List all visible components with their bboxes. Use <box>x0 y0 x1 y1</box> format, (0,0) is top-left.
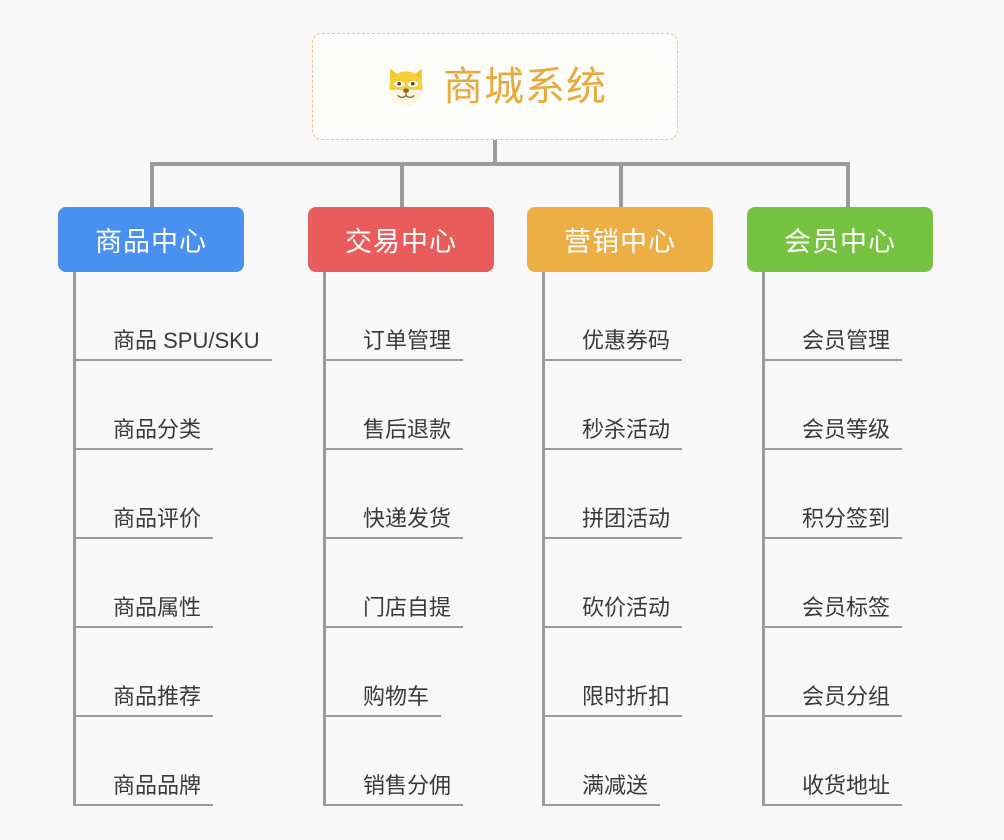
leaf-node-label: 满减送 <box>541 773 661 807</box>
leaf-node-label: 购物车 <box>322 684 442 718</box>
leaf-node[interactable]: 秒杀活动 <box>541 361 683 451</box>
leaf-node-label: 商品品牌 <box>72 773 214 807</box>
leaf-node-label: 收货地址 <box>761 773 903 807</box>
leaf-node[interactable]: 会员管理 <box>761 272 903 362</box>
leaf-node[interactable]: 商品品牌 <box>72 717 272 807</box>
connector-drop-4 <box>846 162 850 207</box>
leaf-node[interactable]: 购物车 <box>322 628 463 718</box>
leaf-node[interactable]: 门店自提 <box>322 539 464 629</box>
leaf-node-label: 商品 SPU/SKU <box>73 328 272 362</box>
leaf-node[interactable]: 会员等级 <box>761 361 903 451</box>
leaf-node-label: 销售分佣 <box>322 773 464 807</box>
leaf-node-label: 会员分组 <box>761 684 903 718</box>
root-node-title: 商城系统 <box>443 64 607 109</box>
leaf-node-label: 商品分类 <box>72 417 214 451</box>
connector-root-stem <box>493 140 497 166</box>
leaf-node-label: 限时折扣 <box>541 684 683 718</box>
leaf-node-label: 优惠券码 <box>541 328 683 362</box>
leaf-node-label: 会员等级 <box>761 417 903 451</box>
leaf-node-label: 秒杀活动 <box>541 417 683 451</box>
leaf-node-label: 拼团活动 <box>541 506 683 540</box>
leaf-node-label: 会员管理 <box>761 328 903 362</box>
category-header-1[interactable]: 商品中心 <box>58 207 244 272</box>
category-column-1: 商品中心商品 SPU/SKU 商品分类商品评价商品属性商品推荐商品品牌 <box>58 207 272 807</box>
category-header-4[interactable]: 会员中心 <box>747 207 933 272</box>
leaf-node[interactable]: 限时折扣 <box>541 628 683 718</box>
leaf-node-label: 订单管理 <box>322 328 464 362</box>
category-header-3[interactable]: 营销中心 <box>527 207 713 272</box>
leaf-node[interactable]: 商品分类 <box>72 361 272 451</box>
leaf-node[interactable]: 商品属性 <box>72 539 272 629</box>
leaf-node[interactable]: 拼团活动 <box>541 450 683 540</box>
leaf-list-2: 订单管理售后退款快递发货门店自提购物车销售分佣 <box>322 272 464 807</box>
leaf-node[interactable]: 积分签到 <box>761 450 903 540</box>
leaf-node-label: 售后退款 <box>322 417 464 451</box>
connector-trunk-4 <box>762 272 765 806</box>
leaf-node-label: 商品评价 <box>72 506 214 540</box>
category-column-4: 会员中心会员管理会员等级积分签到会员标签会员分组收货地址 <box>747 207 933 807</box>
connector-trunk-2 <box>323 272 326 806</box>
leaf-node[interactable]: 会员标签 <box>761 539 903 629</box>
leaf-node-label: 门店自提 <box>322 595 464 629</box>
leaf-node[interactable]: 砍价活动 <box>541 539 683 629</box>
leaf-list-1: 商品 SPU/SKU 商品分类商品评价商品属性商品推荐商品品牌 <box>72 272 272 807</box>
category-column-2: 交易中心订单管理售后退款快递发货门店自提购物车销售分佣 <box>308 207 494 807</box>
leaf-node-label: 商品属性 <box>72 595 214 629</box>
leaf-node[interactable]: 商品 SPU/SKU <box>73 272 272 362</box>
leaf-list-4: 会员管理会员等级积分签到会员标签会员分组收货地址 <box>761 272 903 807</box>
category-column-3: 营销中心优惠券码秒杀活动拼团活动砍价活动限时折扣满减送 <box>527 207 713 807</box>
leaf-node[interactable]: 快递发货 <box>322 450 464 540</box>
leaf-node[interactable]: 售后退款 <box>322 361 464 451</box>
leaf-node[interactable]: 收货地址 <box>761 717 903 807</box>
leaf-list-3: 优惠券码秒杀活动拼团活动砍价活动限时折扣满减送 <box>541 272 683 807</box>
connector-horizontal-bus <box>150 162 850 166</box>
shiba-dog-face-icon <box>389 67 423 106</box>
leaf-node-label: 快递发货 <box>322 506 464 540</box>
leaf-node[interactable]: 满减送 <box>541 717 682 807</box>
leaf-node[interactable]: 会员分组 <box>761 628 903 718</box>
leaf-node-label: 积分签到 <box>761 506 903 540</box>
leaf-node-label: 砍价活动 <box>541 595 683 629</box>
leaf-node-label: 商品推荐 <box>72 684 214 718</box>
category-header-2[interactable]: 交易中心 <box>308 207 494 272</box>
connector-drop-3 <box>619 162 623 207</box>
leaf-node[interactable]: 商品评价 <box>72 450 272 540</box>
connector-drop-1 <box>150 162 154 207</box>
leaf-node[interactable]: 优惠券码 <box>541 272 683 362</box>
leaf-node-label: 会员标签 <box>761 595 903 629</box>
connector-drop-2 <box>400 162 404 207</box>
connector-trunk-3 <box>542 272 545 806</box>
connector-trunk-1 <box>73 272 76 806</box>
leaf-node[interactable]: 商品推荐 <box>72 628 272 718</box>
leaf-node[interactable]: 销售分佣 <box>322 717 464 807</box>
leaf-node[interactable]: 订单管理 <box>322 272 464 362</box>
root-node-mall-system[interactable]: 商城系统 <box>312 33 678 140</box>
